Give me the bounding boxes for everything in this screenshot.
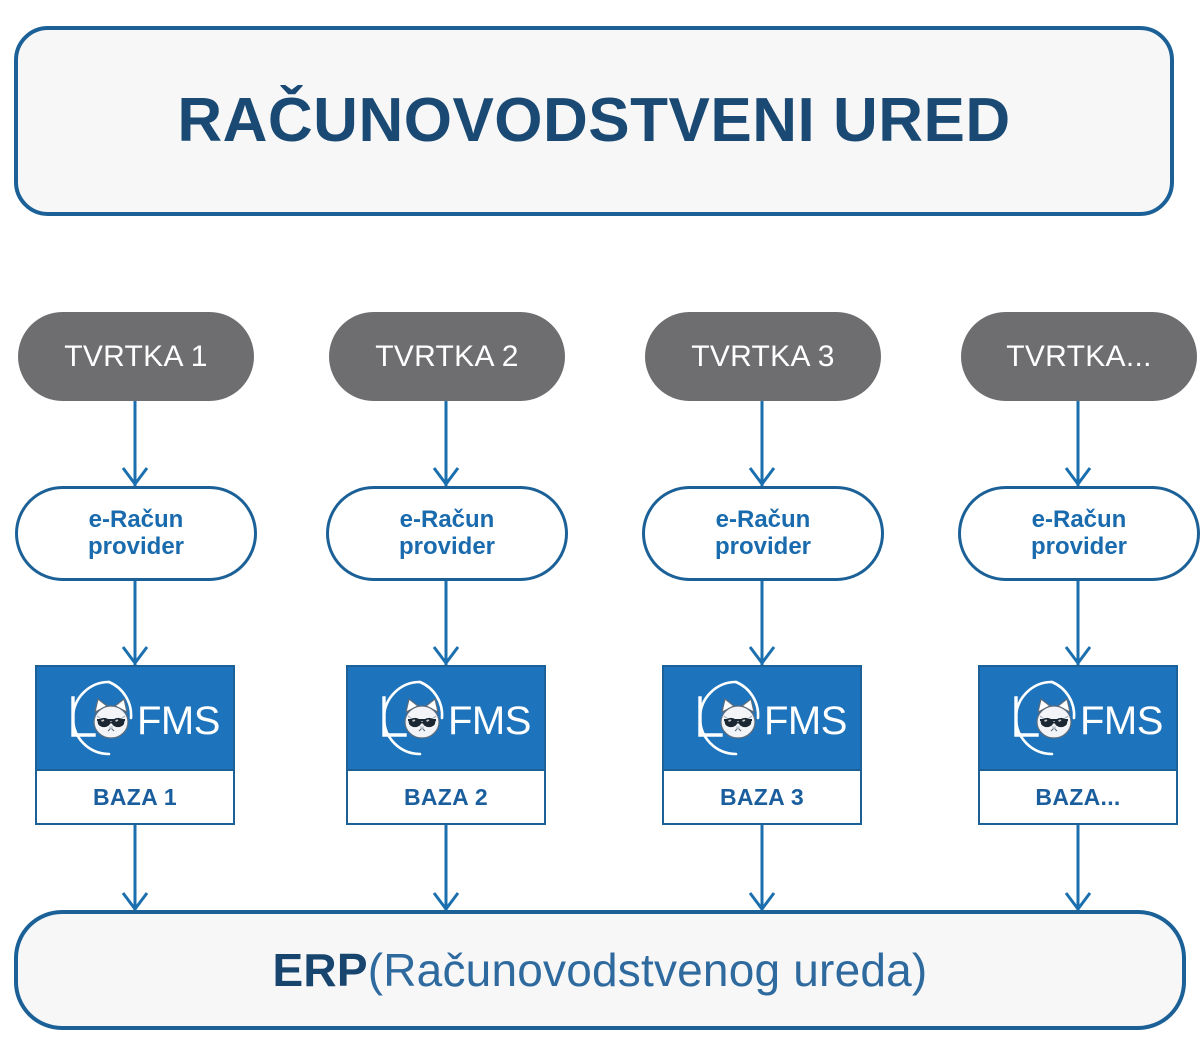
pipeline-column-4: TVRTKA... e-Račun provider [953, 0, 1200, 1039]
company-node-3[interactable]: TVRTKA 3 [645, 312, 881, 401]
lfms-logo-panel: FMS [346, 665, 546, 769]
erp-banner: ERP(Računovodstvenog ureda) [14, 910, 1186, 1030]
eracun-provider-node-1[interactable]: e-Račun provider [15, 486, 257, 581]
page-title: RAČUNOVODSTVENI URED [177, 86, 1011, 155]
company-label: TVRTKA 3 [691, 339, 835, 373]
database-label: BAZA 3 [719, 783, 804, 810]
cat-face-icon [1036, 697, 1072, 739]
arrow-down-icon [1064, 467, 1092, 487]
lfms-cat-logo-icon: FMS [382, 680, 531, 756]
database-panel[interactable]: BAZA 3 [662, 769, 862, 825]
arrow-down-icon [1064, 892, 1092, 912]
svg-text:FMS: FMS [448, 699, 531, 743]
database-panel[interactable]: BAZA 1 [35, 769, 235, 825]
company-label: TVRTKA... [1006, 339, 1152, 373]
database-label: BAZA 1 [92, 783, 177, 810]
company-node-1[interactable]: TVRTKA 1 [18, 312, 254, 401]
cat-face-icon [93, 697, 129, 739]
lfms-database-card-3[interactable]: FMS BAZA 3 [662, 665, 862, 825]
provider-label-line1: e-Račun [715, 505, 811, 533]
database-panel[interactable]: BAZA... [978, 769, 1178, 825]
arrow-down-icon [748, 892, 776, 912]
database-label: BAZA... [1035, 783, 1121, 810]
arrow-down-icon [432, 646, 460, 666]
lfms-logo-panel: FMS [35, 665, 235, 769]
lfms-cat-logo-icon: FMS [71, 680, 220, 756]
lfms-database-card-4[interactable]: FMS BAZA... [978, 665, 1178, 825]
provider-label-line2: provider [1030, 532, 1128, 560]
provider-label-line1: e-Račun [399, 505, 495, 533]
lfms-database-card-2[interactable]: FMS BAZA 2 [346, 665, 546, 825]
arrow-down-icon [432, 467, 460, 487]
provider-label-line2: provider [87, 532, 185, 560]
company-label: TVRTKA 1 [64, 339, 208, 373]
arrow-down-icon [432, 892, 460, 912]
company-label: TVRTKA 2 [375, 339, 519, 373]
lfms-cat-logo-icon: FMS [1014, 680, 1163, 756]
pipeline-column-2: TVRTKA 2 e-Račun provider [321, 0, 571, 1039]
header-banner: RAČUNOVODSTVENI URED [14, 26, 1174, 216]
arrow-down-icon [121, 892, 149, 912]
eracun-provider-node-4[interactable]: e-Račun provider [958, 486, 1200, 581]
company-node-4[interactable]: TVRTKA... [961, 312, 1197, 401]
arrow-down-icon [121, 467, 149, 487]
arrow-down-icon [748, 646, 776, 666]
svg-text:FMS: FMS [764, 699, 847, 743]
database-label: BAZA 2 [403, 783, 488, 810]
provider-label-line2: provider [714, 532, 812, 560]
pipeline-column-3: TVRTKA 3 e-Račun provider [637, 0, 887, 1039]
provider-label-line1: e-Račun [1031, 505, 1127, 533]
lfms-database-card-1[interactable]: FMS BAZA 1 [35, 665, 235, 825]
provider-label-line2: provider [398, 532, 496, 560]
arrow-down-icon [1064, 646, 1092, 666]
cat-face-icon [720, 697, 756, 739]
pipeline-column-1: TVRTKA 1 e-Račun provider [10, 0, 260, 1039]
lfms-logo-panel: FMS [662, 665, 862, 769]
erp-parenthetical-text: (Računovodstvenog ureda) [367, 944, 928, 996]
lfms-cat-logo-icon: FMS [698, 680, 847, 756]
lfms-logo-panel: FMS [978, 665, 1178, 769]
cat-face-icon [404, 697, 440, 739]
eracun-provider-node-3[interactable]: e-Račun provider [642, 486, 884, 581]
arrow-down-icon [121, 646, 149, 666]
provider-label-line1: e-Račun [88, 505, 184, 533]
erp-label: ERP(Računovodstvenog ureda) [273, 947, 928, 993]
arrow-down-icon [748, 467, 776, 487]
svg-text:FMS: FMS [137, 699, 220, 743]
eracun-provider-node-2[interactable]: e-Račun provider [326, 486, 568, 581]
company-node-2[interactable]: TVRTKA 2 [329, 312, 565, 401]
erp-strong-text: ERP [272, 944, 368, 996]
svg-text:FMS: FMS [1080, 699, 1163, 743]
database-panel[interactable]: BAZA 2 [346, 769, 546, 825]
